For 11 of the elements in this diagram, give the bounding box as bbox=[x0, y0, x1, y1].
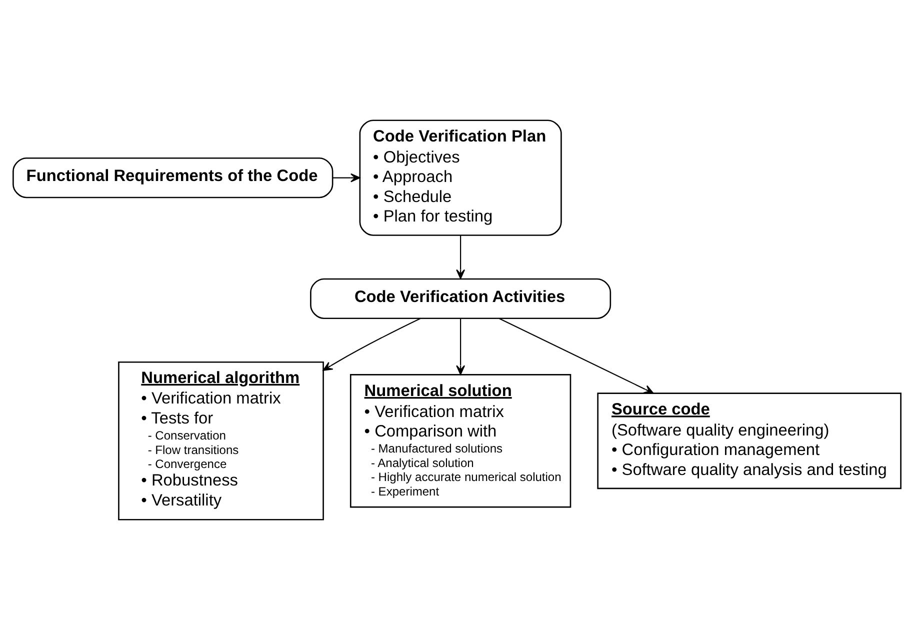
node-box: Code Verification Plan • Objectives • Approach • Schedule • Plan for testing bbox=[359, 120, 562, 236]
arrow bbox=[332, 173, 360, 182]
node-box: Source code (Software quality engineering) • Configuration management • Software quality analysis and testing bbox=[597, 392, 902, 490]
node-box: Numerical solution • Verification matrix • Comparison with - Manufactured solutions - Analytical solution - Highly accurate numerical solution - Experiment bbox=[350, 374, 572, 508]
arrow bbox=[456, 318, 466, 375]
node-box: Code Verification Activities bbox=[310, 278, 612, 320]
arrow bbox=[322, 318, 421, 371]
arrow bbox=[456, 235, 466, 280]
node-box: Functional Requirements of the Code bbox=[12, 157, 334, 198]
node-box: Numerical algorithm • Verification matrix • Tests for - Conservation - Flow transitions - Convergence • Robustness • Versatility bbox=[118, 361, 324, 520]
arrow bbox=[498, 318, 654, 394]
